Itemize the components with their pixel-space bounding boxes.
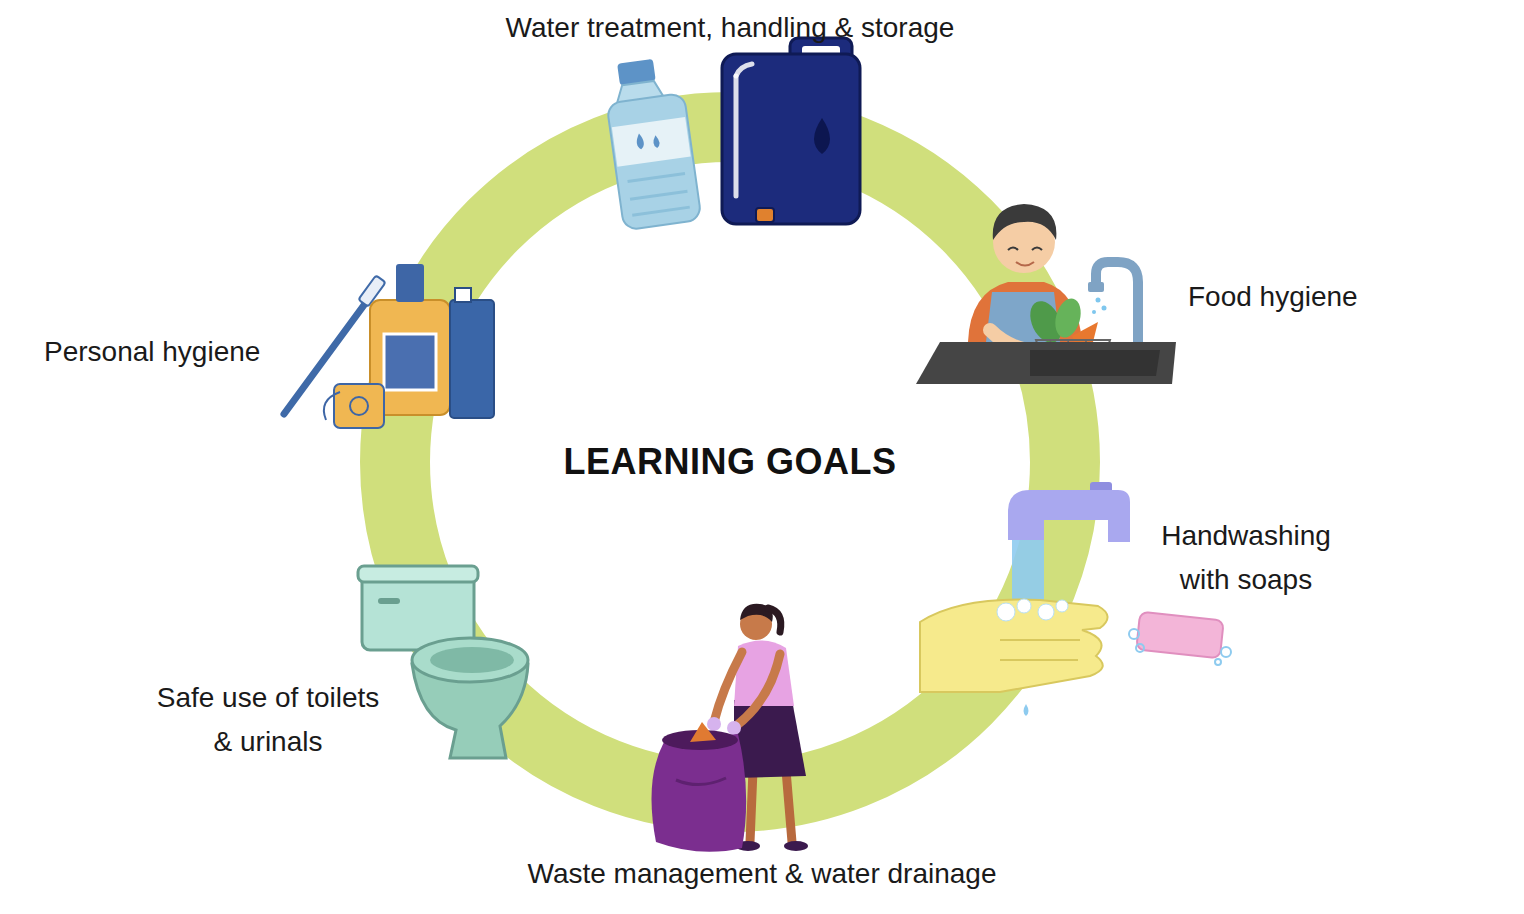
water-jerrycan (814, 118, 830, 154)
waste-figure (652, 734, 747, 852)
water-bottle (652, 135, 660, 149)
waste-figure (727, 721, 741, 735)
water-jerrycan (736, 64, 752, 76)
handwashing-figure (1136, 612, 1224, 659)
water-bottle (607, 93, 702, 231)
waste-figure (676, 778, 726, 785)
personal-hygiene-items (455, 288, 471, 302)
food-hygiene-figure (1096, 298, 1101, 303)
personal-hygiene-items (334, 384, 384, 428)
toilet-figure (430, 647, 514, 673)
water-jerrycan (734, 76, 739, 196)
water-bottle (612, 117, 691, 167)
handwashing-figure (1136, 644, 1144, 652)
water-bottle (601, 55, 701, 230)
waste-figure (784, 841, 808, 851)
handwashing-figure (1017, 599, 1031, 613)
goal-label: Waste management & water drainage (528, 852, 997, 896)
handwashing-figure (1038, 604, 1054, 620)
personal-hygiene-items (284, 264, 494, 428)
food-hygiene-figure (1016, 262, 1034, 266)
food-hygiene-figure (1092, 310, 1096, 314)
waste-figure (768, 608, 781, 632)
handwashing-figure (1215, 659, 1221, 665)
personal-hygiene-items (384, 334, 436, 390)
food-hygiene-figure (1008, 248, 1042, 251)
waste-figure (734, 700, 806, 778)
toilet-figure (412, 638, 528, 682)
handwashing-figure (1024, 704, 1029, 716)
waste-figure (736, 654, 780, 726)
food-hygiene-figure (993, 204, 1057, 240)
toilet-figure (358, 566, 528, 758)
handwashing-figure (997, 603, 1015, 621)
food-hygiene-figure (1102, 306, 1107, 311)
food-hygiene-figure (1088, 282, 1104, 292)
goal-label: Food hygiene (1188, 275, 1358, 319)
water-jerrycan (722, 54, 860, 224)
food-hygiene-figure (1030, 350, 1160, 376)
goal-label: Safe use of toilets & urinals (144, 676, 392, 764)
personal-hygiene-items (350, 397, 368, 415)
waste-figure (714, 652, 742, 722)
waste-figure (690, 722, 716, 742)
handwashing-figure (1056, 600, 1068, 612)
waste-figure (707, 717, 721, 731)
water-bottle (628, 173, 685, 181)
ring-band (395, 127, 1065, 797)
water-jerrycan (756, 208, 774, 222)
waste-figure (786, 770, 792, 842)
personal-hygiene-items (450, 300, 494, 418)
handwashing-figure (1000, 640, 1080, 660)
water-jerrycan (722, 38, 860, 224)
waste-figure (750, 770, 753, 842)
center-title: LEARNING GOALS (563, 441, 896, 483)
food-hygiene-figure (916, 342, 1176, 384)
water-bottle (636, 133, 645, 150)
handwashing-figure (920, 482, 1231, 716)
waste-figure (652, 604, 809, 852)
toilet-figure (378, 598, 400, 604)
water-bottle (630, 191, 687, 199)
water-bottle (632, 207, 689, 215)
handwashing-figure (1008, 490, 1130, 542)
handwashing-figure (1129, 629, 1139, 639)
goal-label: Handwashing with soaps (1146, 514, 1346, 602)
goal-label: Water treatment, handling & storage (506, 6, 955, 50)
food-hygiene-figure (916, 204, 1176, 384)
personal-hygiene-items (396, 264, 424, 302)
toilet-figure (358, 566, 478, 582)
handwashing-figure (920, 599, 1108, 692)
handwashing-figure (1221, 647, 1231, 657)
goal-label: Personal hygiene (44, 330, 260, 374)
personal-hygiene-items (324, 392, 340, 420)
